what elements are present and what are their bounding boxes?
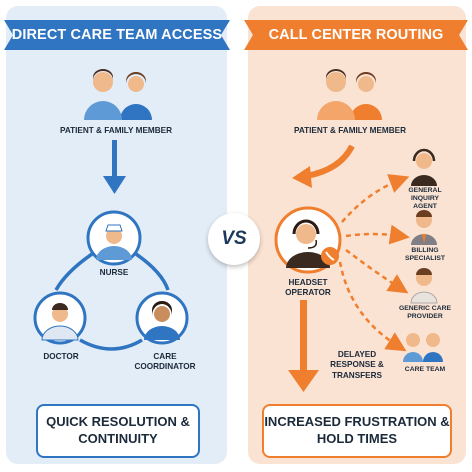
patient-family-label-left: PATIENT & FAMILY MEMBER [59, 126, 173, 135]
headset-operator-icon [274, 206, 342, 274]
routing-arrows [338, 174, 410, 352]
curved-arrow-to-operator [292, 144, 355, 188]
delay-label: DELAYED RESPONSE & TRANSFERS [330, 350, 384, 380]
call-center-title: CALL CENTER ROUTING [244, 20, 468, 50]
operator-label: HEADSET OPERATOR [285, 278, 331, 298]
nurse-label: NURSE [99, 268, 129, 277]
care-team-icon [403, 333, 443, 362]
blue-down-arrow [103, 140, 126, 194]
agent-label-care-team: CARE TEAM [404, 366, 446, 373]
left-result-box: QUICK RESOLUTION & CONTINUITY [36, 404, 200, 458]
provider-icon [410, 268, 438, 304]
orange-down-arrow [288, 300, 319, 392]
doctor-icon [33, 291, 87, 345]
patient-family-label-right: PATIENT & FAMILY MEMBER [293, 126, 407, 135]
headset-agent-icon [411, 148, 437, 186]
agent-label-general-inquiry: GENERAL INQUIRY AGENT [408, 187, 442, 211]
vs-badge: VS [208, 213, 260, 265]
patient-family-icon-right [317, 69, 382, 120]
care-coordinator-icon [135, 291, 189, 345]
doctor-label: DOCTOR [43, 352, 79, 361]
care-team-connections [54, 252, 170, 351]
patient-family-icon-left [84, 69, 152, 120]
right-result-box: INCREASED FRUSTRATION & HOLD TIMES [262, 404, 452, 458]
care-coordinator-label: CARE COORDINATOR [134, 352, 196, 372]
nurse-icon [86, 210, 142, 266]
agent-label-billing: BILLING SPECIALIST [404, 247, 446, 263]
direct-care-title: DIRECT CARE TEAM ACCESS [4, 20, 230, 50]
specialist-icon [411, 210, 437, 245]
agent-label-generic-provider: GENERIC CARE PROVIDER [398, 305, 452, 321]
